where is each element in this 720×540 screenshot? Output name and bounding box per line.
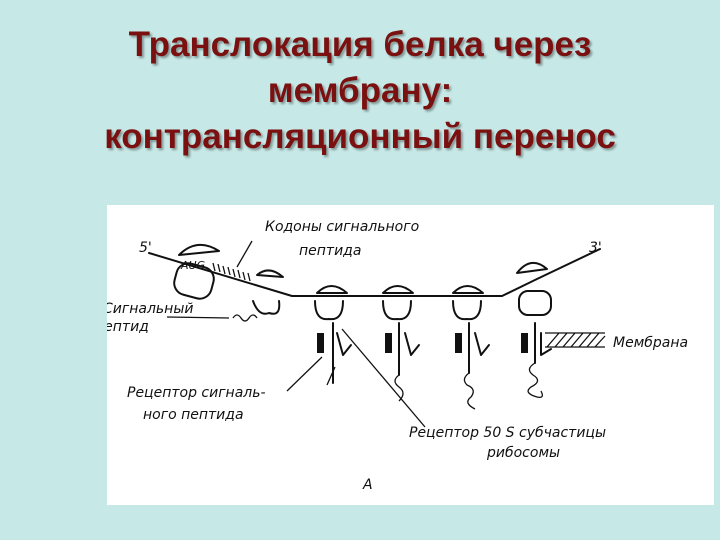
title-line-2: мембрану: <box>267 71 453 110</box>
label-codons-2: пептида <box>299 243 361 259</box>
label-signal-2: пептид <box>107 319 149 335</box>
label-3prime: 3' <box>589 240 602 256</box>
title-line-3: контрансляционный перенос <box>104 117 616 156</box>
signal-codons-hatch <box>212 262 251 282</box>
ribosome-1 <box>314 285 352 384</box>
label-srp-1: Рецептор сигналь- <box>127 385 266 401</box>
title-line-1: Транслокация белка через <box>128 25 592 64</box>
leader-lines <box>166 240 426 428</box>
slide-title: Транслокация белка через мембрану: контр… <box>0 22 720 160</box>
label-signal-1: Сигнальный <box>107 301 193 317</box>
ribosome-4 <box>516 262 552 399</box>
signal-peptide-squiggle <box>232 314 258 322</box>
ribosome-2 <box>382 285 420 402</box>
label-codons-1: Кодоны сигнального <box>265 219 419 235</box>
label-ribo-2: рибосомы <box>486 445 560 461</box>
membrane <box>545 332 606 348</box>
label-srp-2: ного пептида <box>143 407 244 423</box>
diagram-panel: 5' 3' Кодоны сигнального пептида Сигналь… <box>107 205 714 505</box>
translocation-diagram: 5' 3' Кодоны сигнального пептида Сигналь… <box>107 219 688 493</box>
label-ribo-1: Рецептор 50 S субчастицы <box>409 425 606 441</box>
ribosome-3 <box>452 285 490 410</box>
ribosome-initiation <box>173 244 284 315</box>
label-panel-a: A <box>362 477 373 493</box>
mrna-strand <box>148 248 601 297</box>
label-membrane: Мембрана <box>613 335 688 351</box>
label-5prime: 5' <box>139 240 152 256</box>
label-aug: AUG <box>180 259 205 272</box>
